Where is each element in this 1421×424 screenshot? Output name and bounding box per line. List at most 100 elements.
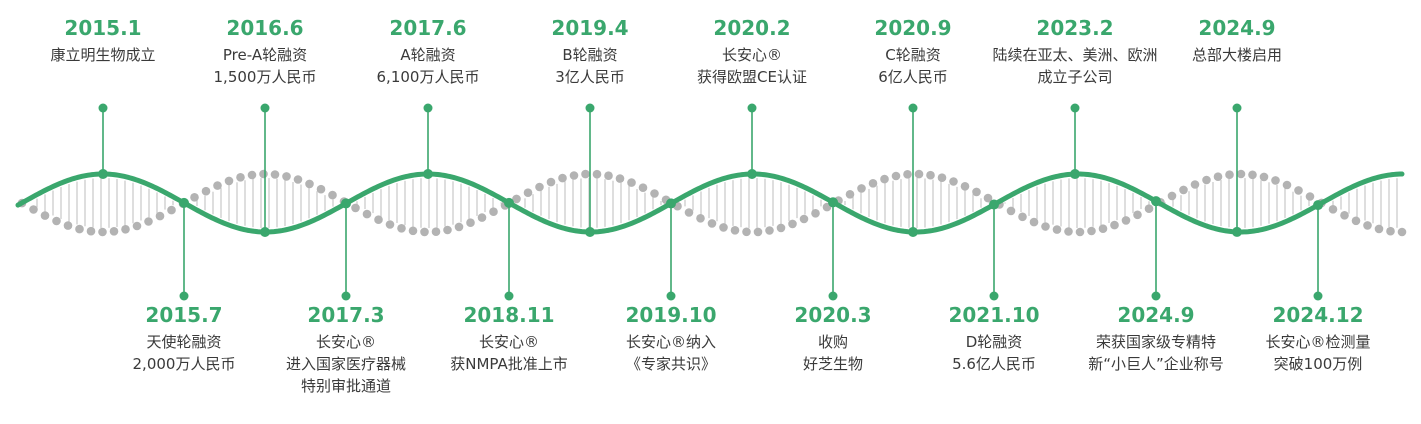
- dna-gray-bead: [1190, 180, 1200, 189]
- dna-gray-bead: [213, 181, 222, 190]
- dna-gray-bead: [914, 169, 924, 179]
- dna-gray-bead: [592, 169, 602, 179]
- connector-end-dot: [989, 291, 999, 301]
- milestone-text: 2,000万人民币: [132, 355, 236, 373]
- strand-node-dot: [341, 198, 351, 209]
- milestone-text: 长安心®: [478, 333, 539, 351]
- dna-gray-bead: [374, 215, 383, 224]
- strand-node-dot: [666, 198, 676, 209]
- dna-gray-bead: [29, 205, 38, 214]
- strand-node-dot: [1232, 226, 1242, 237]
- milestone-text: B轮融资: [562, 46, 618, 64]
- dna-gray-bead: [270, 170, 280, 179]
- dna-gray-bead: [167, 205, 176, 215]
- strand-node-dot: [504, 197, 514, 208]
- dna-gray-bead: [604, 171, 613, 180]
- dna-gray-bead: [86, 226, 96, 236]
- dna-gray-bead: [1363, 221, 1372, 230]
- milestone-text: 长安心®: [721, 46, 782, 64]
- dna-gray-bead: [1110, 220, 1119, 230]
- dna-gray-bead: [1167, 191, 1177, 201]
- dna-gray-bead: [512, 194, 521, 204]
- milestone-text: D轮融资: [965, 333, 1023, 351]
- milestone-text: 特别审批通道: [300, 377, 391, 395]
- milestone-text: 获NMPA批准上市: [450, 355, 568, 373]
- milestone-date: 2019.4: [551, 16, 629, 40]
- dna-gray-bead: [98, 227, 107, 237]
- connector-end-dot: [1151, 291, 1161, 301]
- milestone-text: 长安心®检测量: [1265, 333, 1371, 351]
- strand-node-dot: [1070, 169, 1080, 180]
- milestone-date: 2018.11: [463, 303, 555, 327]
- dna-gray-bead: [581, 169, 590, 179]
- milestone-date: 2019.10: [625, 303, 717, 327]
- strand-node-dot: [260, 226, 270, 237]
- dna-gray-bead: [316, 184, 326, 194]
- dna-gray-bead: [1282, 180, 1292, 190]
- milestone-text: A轮融资: [400, 46, 456, 64]
- dna-gray-bead: [1305, 192, 1315, 201]
- milestone-date: 2023.2: [1036, 16, 1114, 40]
- milestone-text: 天使轮融资: [146, 333, 222, 351]
- dna-gray-bead: [1374, 224, 1384, 234]
- dna-gray-bead: [707, 219, 717, 228]
- milestone-date: 2016.6: [226, 16, 304, 40]
- dna-gray-bead: [259, 169, 268, 179]
- milestone-bottom: 2018.11 长安心® 获NMPA批准上市: [409, 303, 609, 375]
- connector-end-dot: [1070, 103, 1080, 113]
- milestone-text: 荣获国家级专精特: [1095, 333, 1216, 351]
- dna-gray-bead: [937, 173, 947, 182]
- dna-rungs: [28, 178, 1398, 228]
- milestone-text: 长安心®: [315, 333, 376, 351]
- milestone-text: C轮融资: [885, 46, 941, 64]
- dna-gray-bead: [719, 223, 728, 232]
- dna-gray-bead: [1213, 172, 1223, 181]
- strand-node-dot: [828, 197, 838, 208]
- milestone-date: 2024.9: [1117, 303, 1195, 327]
- dna-gray-bead: [868, 179, 878, 188]
- milestone-text: 获得欧盟CE认证: [697, 68, 807, 86]
- dna-gray-bead: [63, 221, 73, 230]
- dna-gray-bead: [1064, 227, 1073, 236]
- dna-gray-bead: [523, 188, 533, 197]
- dna-gray-bead: [420, 227, 429, 237]
- dna-gray-bead: [75, 224, 84, 234]
- dna-gray-bead: [799, 214, 809, 224]
- dna-gray-bead: [1259, 172, 1269, 182]
- dna-gray-bead: [1340, 211, 1349, 220]
- dna-gray-bead: [443, 225, 452, 235]
- strand-node-dot: [179, 197, 189, 208]
- dna-gray-bead: [776, 223, 786, 233]
- dna-gray-bead: [489, 207, 498, 216]
- connector-end-dot: [666, 291, 676, 301]
- dna-gray-bead: [765, 226, 774, 235]
- dna-gray-bead: [397, 224, 406, 233]
- dna-gray-bead: [236, 173, 245, 182]
- milestone-text: 5.6亿人民币: [952, 355, 1036, 373]
- milestone-date: 2020.3: [794, 303, 872, 327]
- dna-gray-bead: [431, 227, 441, 236]
- dna-gray-bead: [949, 177, 958, 186]
- connector-end-dot: [260, 103, 270, 113]
- dna-gray-bead: [1351, 216, 1361, 226]
- strand-node-dot: [908, 226, 918, 237]
- dna-gray-bead: [1397, 227, 1407, 237]
- dna-gray-bead: [1029, 217, 1039, 227]
- dna-gray-bead: [1133, 210, 1142, 220]
- milestone-text: 进入国家医疗器械: [285, 355, 406, 373]
- milestone-text: 成立子公司: [1037, 68, 1113, 86]
- strand-node-dot: [1151, 196, 1161, 207]
- dna-gray-bead: [1271, 176, 1280, 185]
- dna-gray-bead: [121, 225, 130, 234]
- dna-gray-bead: [477, 213, 487, 222]
- dna-gray-bead: [1202, 175, 1211, 185]
- connector-end-dot: [341, 291, 351, 301]
